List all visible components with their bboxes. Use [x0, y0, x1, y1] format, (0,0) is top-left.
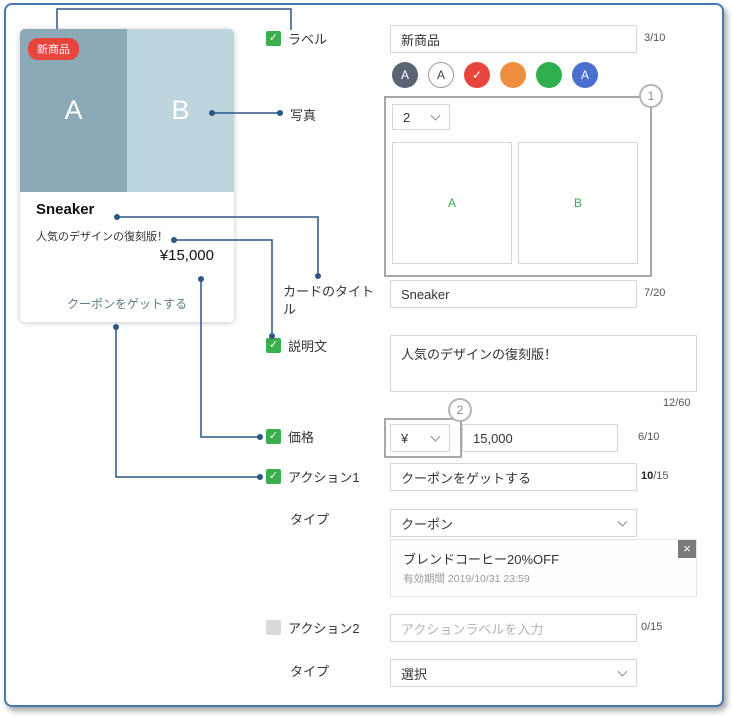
action1-counter-max: /15 — [653, 470, 669, 482]
currency-group-box — [384, 418, 462, 458]
card-image-b-label: B — [171, 95, 190, 125]
action2-type-label: タイプ — [290, 664, 330, 679]
price-checkbox[interactable]: ✓ — [266, 429, 281, 444]
badge-color-letter: A — [436, 68, 445, 82]
card-title-input-value: Sneaker — [401, 286, 450, 302]
card-title-counter: 7/20 — [644, 287, 666, 299]
badge-color-white[interactable]: A — [428, 62, 454, 88]
photo-count-dropdown[interactable]: 2 — [392, 104, 450, 130]
badge-color-letter: A — [580, 68, 589, 82]
annotation-number-1: 1 — [639, 84, 663, 108]
label-counter: 3/10 — [644, 32, 666, 44]
check-icon: ✓ — [268, 470, 279, 482]
price-counter: 6/10 — [638, 431, 660, 443]
coupon-title: ブレンドコーヒー20%OFF — [403, 552, 560, 567]
description-counter: 12/60 — [663, 397, 691, 409]
card-title-field-label: カードのタイトル — [283, 284, 375, 317]
action2-input-placeholder: アクションラベルを入力 — [401, 621, 544, 637]
photo-field-label: 写真 — [290, 108, 317, 123]
coupon-preview: ブレンドコーヒー20%OFF 有効期間 2019/10/31 23:59 — [390, 539, 697, 597]
description-field-label: 説明文 — [288, 339, 328, 354]
action1-checkbox[interactable]: ✓ — [266, 469, 281, 484]
label-input-value: 新商品 — [401, 32, 441, 48]
card-badge: 新商品 — [28, 38, 79, 60]
photo-upload-slot-a[interactable]: A — [392, 142, 512, 264]
card-title-input[interactable]: Sneaker — [390, 280, 637, 308]
currency-value: ¥ — [401, 430, 409, 446]
card-price: ¥15,000 — [159, 247, 214, 264]
chevron-down-icon — [430, 110, 441, 121]
photo-slot-b-label: B — [573, 196, 582, 210]
message-preview-card: A B 新商品 Sneaker 人気のデザインの復刻版！ ¥15,000 クーポ… — [20, 29, 234, 322]
photo-slot-a-label: A — [447, 196, 456, 210]
action2-checkbox[interactable] — [266, 620, 281, 635]
card-image-a-label: A — [64, 95, 83, 125]
action1-input-value: クーポンをゲットする — [401, 470, 532, 486]
card-image-b: B — [127, 29, 234, 192]
photo-upload-slot-b[interactable]: B — [518, 142, 638, 264]
action1-counter: 10/15 — [641, 470, 669, 482]
action2-counter: 0/15 — [641, 621, 663, 633]
check-icon: ✓ — [471, 68, 483, 82]
photo-group-box — [384, 96, 652, 277]
action1-counter-current: 10 — [641, 470, 654, 482]
label-field-label: ラベル — [288, 32, 328, 47]
action2-input[interactable]: アクションラベルを入力 — [390, 614, 637, 642]
check-icon: ✓ — [268, 430, 279, 442]
action1-input[interactable]: クーポンをゲットする — [390, 463, 637, 491]
badge-color-letter: A — [400, 68, 409, 82]
close-icon: × — [683, 541, 691, 556]
action1-field-label: アクション1 — [288, 470, 360, 485]
badge-color-green[interactable] — [536, 62, 562, 88]
chevron-down-icon — [430, 431, 441, 442]
check-icon: ✓ — [268, 339, 279, 351]
action1-type-value: クーポン — [401, 516, 454, 532]
coupon-period: 有効期間 2019/10/31 23:59 — [403, 573, 530, 585]
label-input[interactable]: 新商品 — [390, 25, 637, 53]
badge-color-blue[interactable]: A — [572, 62, 598, 88]
action1-type-select[interactable]: クーポン — [390, 509, 637, 537]
card-description: 人気のデザインの復刻版！ — [36, 231, 168, 243]
action2-type-select[interactable]: 選択 — [390, 659, 637, 687]
label-checkbox[interactable]: ✓ — [266, 31, 281, 46]
action2-type-value: 選択 — [401, 666, 428, 682]
coupon-remove-button[interactable]: × — [678, 540, 696, 558]
action1-type-label: タイプ — [290, 512, 330, 527]
chevron-down-icon — [617, 666, 628, 677]
chevron-down-icon — [617, 516, 628, 527]
action2-field-label: アクション2 — [288, 621, 360, 636]
price-input[interactable]: 15,000 — [462, 424, 618, 452]
badge-color-red-selected[interactable]: ✓ — [464, 62, 490, 88]
badge-color-dark[interactable]: A — [392, 62, 418, 88]
card-action-link: クーポンをゲットする — [66, 297, 187, 311]
currency-dropdown[interactable]: ¥ — [390, 424, 450, 452]
description-checkbox[interactable]: ✓ — [266, 338, 281, 353]
check-icon: ✓ — [268, 32, 279, 44]
photo-count-value: 2 — [403, 109, 411, 125]
price-field-label: 価格 — [288, 430, 315, 445]
badge-color-orange[interactable] — [500, 62, 526, 88]
card-title: Sneaker — [36, 201, 95, 218]
price-input-value: 15,000 — [473, 430, 513, 446]
description-textarea[interactable]: 人気のデザインの復刻版！ — [390, 335, 697, 392]
description-value: 人気のデザインの復刻版！ — [401, 347, 558, 362]
annotation-number-2: 2 — [448, 398, 472, 422]
